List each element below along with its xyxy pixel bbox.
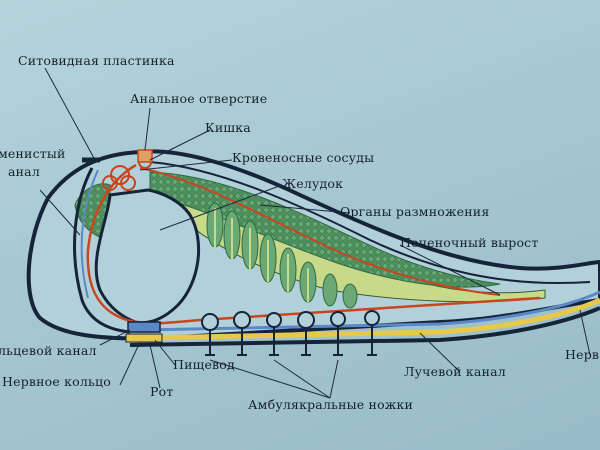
stone-canal-lumen [80, 169, 99, 299]
leader-lines [39, 67, 591, 399]
anal-opening-mark [137, 149, 153, 163]
ambulacral-feet-stems [205, 325, 377, 356]
label-hepatic-outgrowth: Печеночный вырост [400, 235, 539, 250]
stomach-sac [94, 188, 201, 325]
label-stone-canal-line1: менистый [0, 146, 66, 161]
digestive-gland-ducts [214, 208, 309, 302]
label-intestine: Кишка [205, 120, 251, 135]
label-mouth: Рот [150, 384, 174, 399]
label-ring-canal: льцевой канал [0, 343, 97, 358]
inner-body-wall [149, 161, 591, 285]
label-esophagus: Пищевод [173, 357, 235, 372]
label-nerve-ring: Нервное кольцо [2, 374, 112, 389]
label-anal-opening: Анальное отверстие [130, 91, 268, 106]
blood-vessel-dorsal [139, 167, 501, 296]
nerve-ring-mark [125, 333, 163, 343]
radial-canal [139, 290, 600, 332]
ring-canal-mark [127, 321, 161, 333]
ventral-body-wall [129, 306, 600, 347]
reproductive-organs-mass [149, 171, 501, 288]
label-ambulacral-feet: Амбулякральные ножки [248, 397, 414, 412]
stone-canal [73, 167, 131, 334]
label-stomach: Желудок [282, 176, 344, 191]
label-blood-vessels: Кровеносные сосуды [232, 150, 375, 165]
label-stone-canal-line2: анал [8, 164, 40, 179]
blood-vessel-main [86, 163, 541, 325]
label-nerve: Нерв [565, 347, 600, 362]
label-radial-canal: Лучевой канал [404, 364, 506, 379]
label-reproductive-organs: Органы размножения [340, 204, 490, 219]
nerve-cord [139, 297, 600, 341]
label-sieve-plate: Ситовидная пластинка [18, 53, 175, 68]
